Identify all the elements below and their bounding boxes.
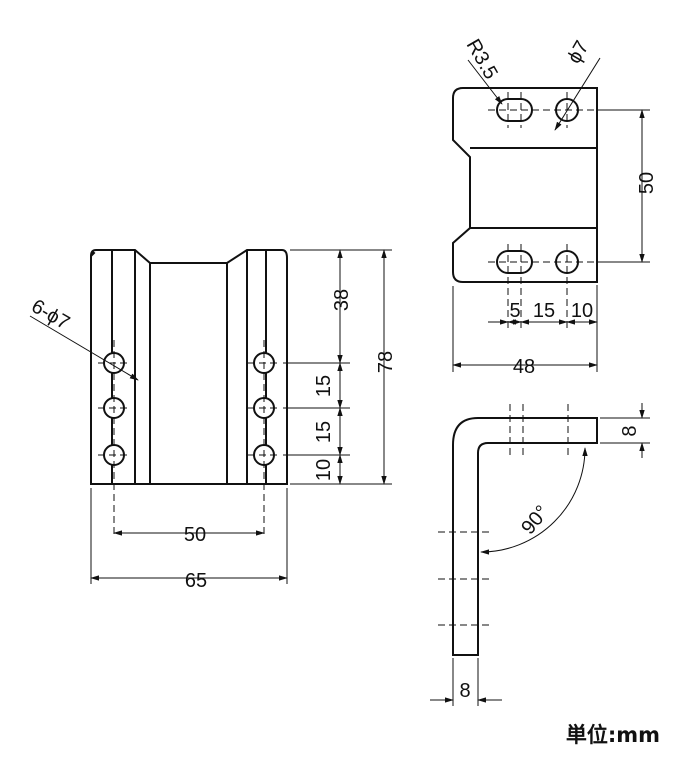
top-view: 50 5 15 10 48 R3.5 ϕ7 <box>452 36 658 378</box>
callout-r3-5: R3.5 <box>462 36 502 84</box>
dim-15-lower: 15 <box>313 421 335 443</box>
front-outline <box>89 249 288 485</box>
dim-78: 78 <box>375 351 397 373</box>
unit-label: 単位:mm <box>566 723 660 747</box>
angle-90: 90° <box>517 501 553 538</box>
dim-5: 5 <box>509 300 520 322</box>
dim-38: 38 <box>331 289 353 311</box>
side-outline <box>452 417 598 656</box>
dim-15-upper: 15 <box>313 375 335 397</box>
dim-10-bottom: 10 <box>313 459 335 481</box>
side-view: 8 8 90° <box>430 403 650 706</box>
dim-50-top: 50 <box>636 172 658 194</box>
callout-phi7: ϕ7 <box>563 37 593 67</box>
dim-65: 65 <box>185 570 207 592</box>
dim-48: 48 <box>513 356 535 378</box>
front-view: 38 15 15 10 78 50 65 6-ϕ7 <box>28 249 397 592</box>
dim-50-front: 50 <box>184 524 206 546</box>
dim-10-top: 10 <box>571 300 593 322</box>
dim-8-bottom: 8 <box>459 680 470 702</box>
dim-8-top: 8 <box>619 425 641 436</box>
dim-15-top: 15 <box>533 300 555 322</box>
top-outline <box>452 87 598 283</box>
